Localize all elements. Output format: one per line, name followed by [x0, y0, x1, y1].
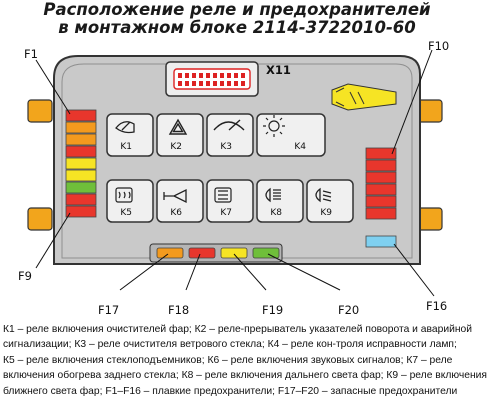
- relay-k1-label: K1: [120, 142, 132, 152]
- leader-lines: [35, 49, 435, 297]
- label-f19: F19: [262, 303, 283, 317]
- right-tab-top: [417, 99, 443, 123]
- horn-icon: [163, 188, 187, 204]
- legend-line-2: сигнализации; К3 – реле очистителя ветро…: [3, 339, 457, 351]
- fuse-f9: [65, 205, 97, 218]
- rear-window-heater-icon: [115, 187, 133, 203]
- label-f1: F1: [24, 47, 38, 61]
- relay-k4: [256, 113, 326, 157]
- fuse-f12: [365, 171, 397, 184]
- relay-k8-label: K8: [270, 208, 282, 218]
- fuse-f8: [65, 193, 97, 206]
- fuse-f5: [65, 157, 97, 170]
- fuse-f13: [365, 183, 397, 196]
- windshield-wiper-icon: [213, 119, 245, 131]
- right-tab-bottom: [417, 207, 443, 231]
- label-f18: F18: [168, 303, 189, 317]
- fuse-f1: [65, 109, 97, 122]
- relay-k3: [206, 113, 254, 157]
- low-beam-icon: [214, 187, 232, 203]
- legend: К1 – реле включения очистителей фар; К2 …: [3, 322, 487, 399]
- legend-line-4: включения обогрева заднего стекла; К8 – …: [3, 370, 487, 382]
- fuse-block-diagram: X11 K1 K2 K3 K4 K5 K6 K7: [18, 39, 449, 317]
- headlight-icon: [315, 187, 332, 203]
- spare-fuse-row: [156, 247, 280, 259]
- hazard-triangle-icon: [168, 118, 188, 135]
- connector-x11-pins: [178, 73, 245, 86]
- relay-k6: [156, 179, 204, 223]
- relay-k5: [106, 179, 154, 223]
- fuse-f18: [188, 247, 216, 259]
- fuse-f19: [220, 247, 248, 259]
- fuse-f16: [365, 235, 397, 248]
- legend-line-5: ближнего света фар; F1–F16 – плавкие пре…: [3, 385, 458, 397]
- fuse-f11: [365, 159, 397, 172]
- legend-line-3: К5 – реле включения стеклоподъемников; К…: [3, 354, 453, 366]
- fuse-f10: [365, 147, 397, 160]
- fuse-f6: [65, 169, 97, 182]
- legend-line-1: К1 – реле включения очистителей фар; К2 …: [3, 324, 472, 335]
- label-f10: F10: [428, 39, 449, 53]
- title-line-2: в монтажном блоке 2114-3722010-60: [58, 18, 416, 37]
- right-fuse-stack: [365, 147, 397, 248]
- relay-k2: [156, 113, 204, 157]
- lamp-check-icon: [263, 115, 285, 137]
- label-f20: F20: [338, 303, 359, 317]
- fuse-f2: [65, 121, 97, 134]
- left-fuse-stack: [65, 109, 97, 218]
- fuse-puller-icon: [331, 83, 397, 111]
- left-tab-top: [27, 99, 53, 123]
- fuse-f7: [65, 181, 97, 194]
- connector-x11-label: X11: [266, 63, 291, 77]
- fuse-f17: [156, 247, 184, 259]
- label-f9: F9: [18, 269, 32, 283]
- relay-k9-label: K9: [320, 208, 332, 218]
- fuse-f20: [252, 247, 280, 259]
- high-beam-icon: [265, 187, 281, 203]
- relay-k2-label: K2: [170, 142, 182, 152]
- label-f16: F16: [426, 299, 447, 313]
- relay-k7-label: K7: [220, 208, 232, 218]
- relay-k3-label: K3: [220, 142, 232, 152]
- fuse-f15: [365, 207, 397, 220]
- label-f17: F17: [98, 303, 119, 317]
- fuse-f14: [365, 195, 397, 208]
- title-line-1: Расположение реле и предохранителей: [43, 0, 431, 19]
- left-tab-bottom: [27, 207, 53, 231]
- block-inner-rim: [61, 63, 413, 259]
- wiper-icon: [115, 121, 135, 134]
- relay-k5-label: K5: [120, 208, 132, 218]
- relay-k6-label: K6: [170, 208, 182, 218]
- fuse-f3: [65, 133, 97, 146]
- relay-k4-label: K4: [294, 142, 306, 152]
- fuse-f4: [65, 145, 97, 158]
